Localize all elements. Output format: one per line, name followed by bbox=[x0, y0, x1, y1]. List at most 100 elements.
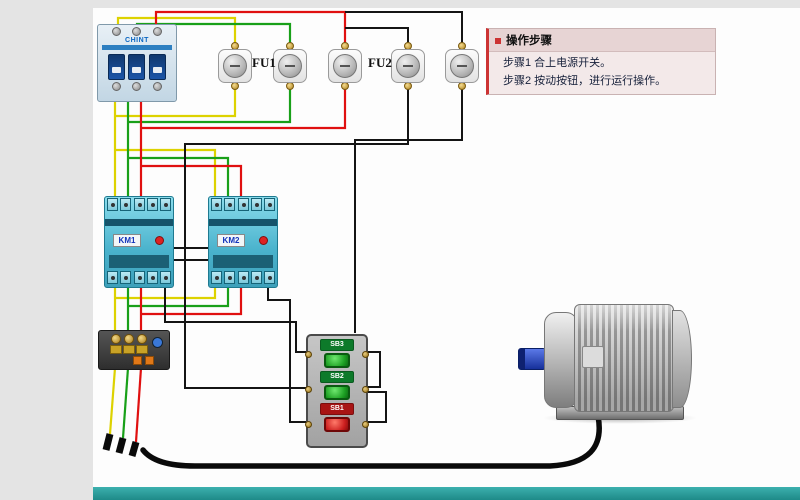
label-sb1: SB1 bbox=[320, 403, 354, 415]
control-wires bbox=[164, 11, 463, 423]
terminal bbox=[250, 271, 262, 284]
current-dial[interactable] bbox=[152, 337, 163, 348]
instruction-title-row: 操作步骤 bbox=[489, 29, 715, 52]
label-sb3: SB3 bbox=[320, 339, 354, 351]
terminal bbox=[237, 198, 249, 211]
terminal-screw bbox=[124, 334, 134, 344]
breaker-toggle[interactable] bbox=[128, 54, 146, 80]
circuit-breaker[interactable]: CHINT bbox=[97, 24, 177, 102]
sb1-button[interactable] bbox=[324, 417, 350, 432]
contactor-bottom-terminals bbox=[105, 270, 173, 285]
terminal-screw bbox=[404, 82, 412, 90]
terminal-screw bbox=[111, 334, 121, 344]
motor-cable bbox=[140, 413, 602, 469]
terminal-screw bbox=[305, 386, 312, 393]
red-phase-wires bbox=[134, 10, 347, 443]
contactor-km2: KM2 bbox=[208, 196, 278, 288]
terminal bbox=[211, 271, 222, 284]
button-station: SB3 SB2 SB1 bbox=[305, 334, 369, 448]
fuse-cap bbox=[396, 54, 420, 78]
contactor-km1: KM1 bbox=[104, 196, 174, 288]
terminal bbox=[107, 271, 118, 284]
fuse-cap bbox=[450, 54, 474, 78]
fuse-body bbox=[328, 49, 362, 83]
terminal-screw bbox=[153, 27, 163, 36]
fuse-body bbox=[391, 49, 425, 83]
label-fu1: FU1 bbox=[252, 55, 276, 70]
sb3-button[interactable] bbox=[324, 353, 350, 368]
bullet-icon bbox=[495, 38, 501, 44]
motor-front-bell bbox=[544, 312, 578, 408]
relay-pole bbox=[123, 345, 135, 354]
button-unit-sb1: SB1 bbox=[320, 403, 354, 432]
terminal-screw bbox=[153, 82, 163, 91]
terminal-screw bbox=[137, 334, 147, 344]
relay-pole bbox=[136, 345, 148, 354]
fuse-fu1-a bbox=[218, 42, 252, 94]
button-unit-sb3: SB3 bbox=[320, 339, 354, 368]
reset-button[interactable] bbox=[133, 356, 142, 365]
terminal-screw bbox=[286, 82, 294, 90]
instruction-step-1: 步骤1 合上电源开关。 bbox=[503, 57, 612, 69]
breaker-brand: CHINT bbox=[125, 37, 149, 44]
wire-terminal-lugs bbox=[102, 433, 140, 457]
test-button[interactable] bbox=[259, 236, 268, 245]
terminal bbox=[264, 271, 275, 284]
motor-nameplate bbox=[582, 346, 604, 368]
breaker-toggle[interactable] bbox=[149, 54, 167, 80]
terminal-screw bbox=[362, 386, 369, 393]
terminal-screw bbox=[341, 82, 349, 90]
terminal bbox=[211, 198, 222, 211]
terminal bbox=[250, 198, 262, 211]
label-fu2: FU2 bbox=[368, 55, 392, 70]
terminal-screw bbox=[362, 421, 369, 428]
terminal bbox=[224, 271, 236, 284]
motor-shaft bbox=[518, 348, 546, 370]
terminal bbox=[160, 198, 171, 211]
terminal bbox=[237, 271, 249, 284]
contactor-top-terminals bbox=[105, 197, 173, 212]
instruction-panel: 操作步骤 步骤1 合上电源开关。 步骤2 按动按钮，进行运行操作。 bbox=[486, 28, 716, 95]
instruction-title: 操作步骤 bbox=[506, 35, 552, 47]
fuse-fu1-c bbox=[328, 42, 362, 94]
fuse-fu2-a bbox=[391, 42, 425, 94]
terminal bbox=[264, 198, 275, 211]
fuse-cap bbox=[333, 54, 357, 78]
relay-pole bbox=[110, 345, 122, 354]
contactor-lower-band bbox=[109, 255, 169, 268]
fuse-body bbox=[445, 49, 479, 83]
thermal-relay bbox=[98, 330, 170, 370]
terminal bbox=[146, 198, 158, 211]
motor-end-cap bbox=[672, 310, 692, 408]
terminal-screw bbox=[132, 82, 142, 91]
fuse-body bbox=[218, 49, 252, 83]
terminal bbox=[133, 198, 145, 211]
terminal-screw bbox=[231, 82, 239, 90]
terminal-screw bbox=[458, 82, 466, 90]
label-km1: KM1 bbox=[113, 234, 141, 247]
contactor-lower-band bbox=[213, 255, 273, 268]
fuse-body bbox=[273, 49, 307, 83]
breaker-toggle-row bbox=[98, 51, 176, 80]
breaker-bottom-terminals bbox=[98, 80, 176, 91]
test-button[interactable] bbox=[145, 356, 154, 365]
instruction-step-2: 步骤2 按动按钮，进行运行操作。 bbox=[503, 75, 667, 87]
terminal bbox=[133, 271, 145, 284]
terminal bbox=[224, 198, 236, 211]
terminal-screw bbox=[111, 27, 121, 36]
label-km2: KM2 bbox=[217, 234, 245, 247]
contactor-top-terminals bbox=[209, 197, 277, 212]
fuse-fu1-b bbox=[273, 42, 307, 94]
terminal-screw bbox=[111, 82, 121, 91]
terminal bbox=[146, 271, 158, 284]
breaker-toggle[interactable] bbox=[107, 54, 125, 80]
test-button[interactable] bbox=[155, 236, 164, 245]
fuse-fu2-b bbox=[445, 42, 479, 94]
sb2-button[interactable] bbox=[324, 385, 350, 400]
terminal bbox=[120, 271, 132, 284]
terminal-screw bbox=[362, 351, 369, 358]
terminal bbox=[120, 198, 132, 211]
terminal bbox=[107, 198, 118, 211]
contactor-body: KM2 bbox=[209, 212, 277, 270]
